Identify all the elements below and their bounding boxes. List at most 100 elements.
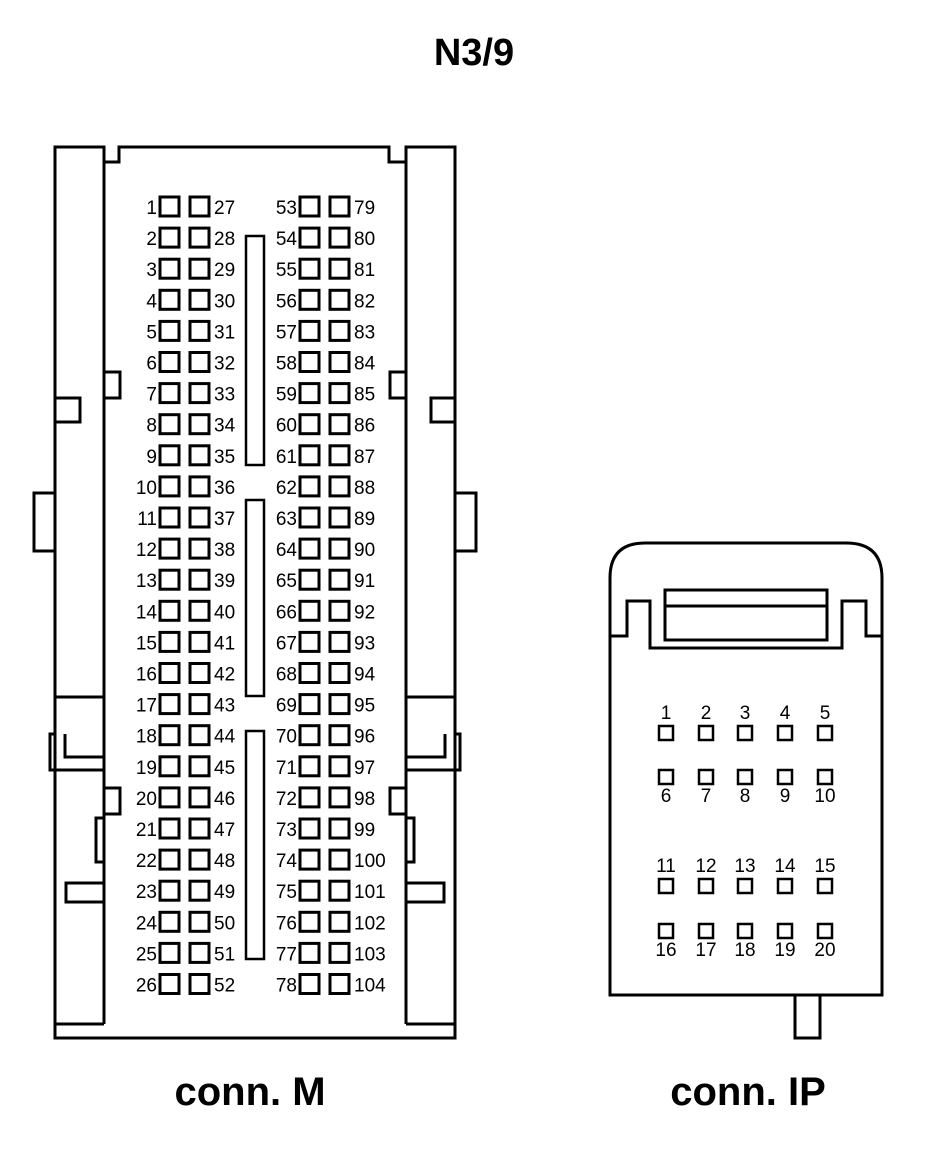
- pin-cavity-19: [776, 922, 794, 940]
- connector-m-left-hook: [48, 732, 104, 772]
- connector-m-left-lug: [32, 491, 55, 553]
- pin-label-95: 95: [354, 696, 375, 717]
- pin-label-49: 49: [214, 882, 235, 903]
- pin-cavity-98: [328, 786, 351, 809]
- pin-cavity-92: [328, 599, 351, 622]
- pin-label-64: 64: [276, 540, 298, 561]
- pin-label-96: 96: [354, 727, 375, 748]
- pin-cavity-14: [776, 877, 794, 895]
- pin-label-53: 53: [276, 198, 297, 219]
- pin-cavity-23: [158, 879, 181, 902]
- pin-cavity-66: [298, 599, 321, 622]
- connector-m-left-rib: [64, 881, 104, 904]
- pin-cavity-41: [188, 630, 211, 653]
- pin-label-47: 47: [214, 820, 235, 841]
- pin-cavity-99: [328, 817, 351, 840]
- pin-cavity-96: [328, 724, 351, 747]
- pin-cavity-58: [298, 351, 321, 373]
- pin-label-70: 70: [276, 727, 297, 748]
- pin-label-23: 23: [136, 882, 157, 903]
- pin-cavity-16: [158, 662, 181, 684]
- pin-label-73: 73: [276, 820, 297, 841]
- pin-label-16: 16: [136, 665, 157, 686]
- pin-cavity-78: [298, 973, 321, 995]
- pin-label-4: 4: [146, 291, 157, 312]
- pin-label-15: 15: [814, 856, 835, 877]
- pin-cavity-59: [298, 382, 321, 405]
- pin-label-9: 9: [146, 447, 157, 468]
- pin-cavity-77: [298, 941, 321, 964]
- pin-cavity-40: [188, 599, 211, 622]
- connector-m-housing: [32, 145, 478, 1040]
- pin-label-69: 69: [276, 696, 297, 717]
- pin-cavity-54: [298, 226, 321, 249]
- pin-label-6: 6: [661, 786, 672, 807]
- pin-label-61: 61: [276, 447, 297, 468]
- pin-label-91: 91: [354, 571, 375, 592]
- pin-cavity-8: [736, 768, 754, 786]
- pin-cavity-15: [816, 877, 834, 895]
- pin-label-42: 42: [214, 665, 235, 686]
- pin-cavity-80: [328, 226, 351, 249]
- pin-cavity-76: [298, 910, 321, 933]
- connector-m-right-hook: [406, 732, 462, 772]
- pin-cavity-24: [158, 910, 181, 933]
- pin-cavity-56: [298, 288, 321, 311]
- pin-label-97: 97: [354, 758, 375, 779]
- pin-label-2: 2: [701, 703, 712, 724]
- pin-label-59: 59: [276, 385, 297, 406]
- pin-label-11: 11: [656, 856, 676, 877]
- connector-m-right-rib: [406, 881, 446, 904]
- pin-label-90: 90: [354, 540, 375, 561]
- pin-label-13: 13: [136, 571, 157, 592]
- pin-label-58: 58: [276, 354, 297, 375]
- pin-label-103: 103: [354, 944, 386, 965]
- pin-label-43: 43: [214, 696, 235, 717]
- pin-label-99: 99: [354, 820, 375, 841]
- pin-label-14: 14: [136, 602, 158, 623]
- pin-cavity-30: [188, 288, 211, 311]
- pin-cavity-42: [188, 662, 211, 684]
- pin-cavity-19: [158, 755, 181, 778]
- pin-cavity-10: [816, 768, 834, 786]
- pin-cavity-22: [158, 848, 181, 871]
- pin-cavity-91: [328, 568, 351, 591]
- pin-label-26: 26: [136, 976, 157, 997]
- pin-cavity-29: [188, 257, 211, 280]
- pin-label-71: 71: [276, 758, 297, 779]
- pin-cavity-69: [298, 693, 321, 716]
- pin-label-63: 63: [276, 509, 297, 530]
- pin-label-21: 21: [136, 820, 157, 841]
- connector-ip-caption: conn. IP: [670, 1070, 826, 1114]
- pin-cavity-52: [188, 973, 211, 995]
- pin-label-76: 76: [276, 913, 297, 934]
- pin-cavity-31: [188, 319, 211, 342]
- pin-label-11: 11: [137, 509, 157, 530]
- pin-cavity-63: [298, 506, 321, 529]
- pin-label-30: 30: [214, 291, 235, 312]
- pin-cavity-90: [328, 537, 351, 560]
- pin-label-77: 77: [276, 944, 297, 965]
- connector-ip-housing: [608, 541, 884, 1040]
- pin-cavity-9: [158, 444, 181, 467]
- connector-m-right-notch: [429, 396, 455, 424]
- pin-label-14: 14: [774, 856, 796, 877]
- connector-m-left-tab-lower: [104, 786, 122, 816]
- pin-label-93: 93: [354, 633, 375, 654]
- pin-cavity-48: [188, 848, 211, 871]
- connector-m-divider-slot-3: [244, 729, 266, 961]
- pin-cavity-18: [158, 724, 181, 747]
- pin-cavity-7: [158, 382, 181, 405]
- pin-cavity-35: [188, 444, 211, 467]
- pin-cavity-65: [298, 568, 321, 591]
- pin-label-55: 55: [276, 260, 297, 281]
- diagram-title: N3/9: [433, 32, 515, 74]
- pin-cavity-46: [188, 786, 211, 809]
- pin-label-78: 78: [276, 976, 297, 997]
- pin-label-32: 32: [214, 354, 235, 375]
- pin-cavity-43: [188, 693, 211, 716]
- pin-label-66: 66: [276, 602, 297, 623]
- pin-label-4: 4: [780, 703, 791, 724]
- pin-cavity-94: [328, 662, 351, 684]
